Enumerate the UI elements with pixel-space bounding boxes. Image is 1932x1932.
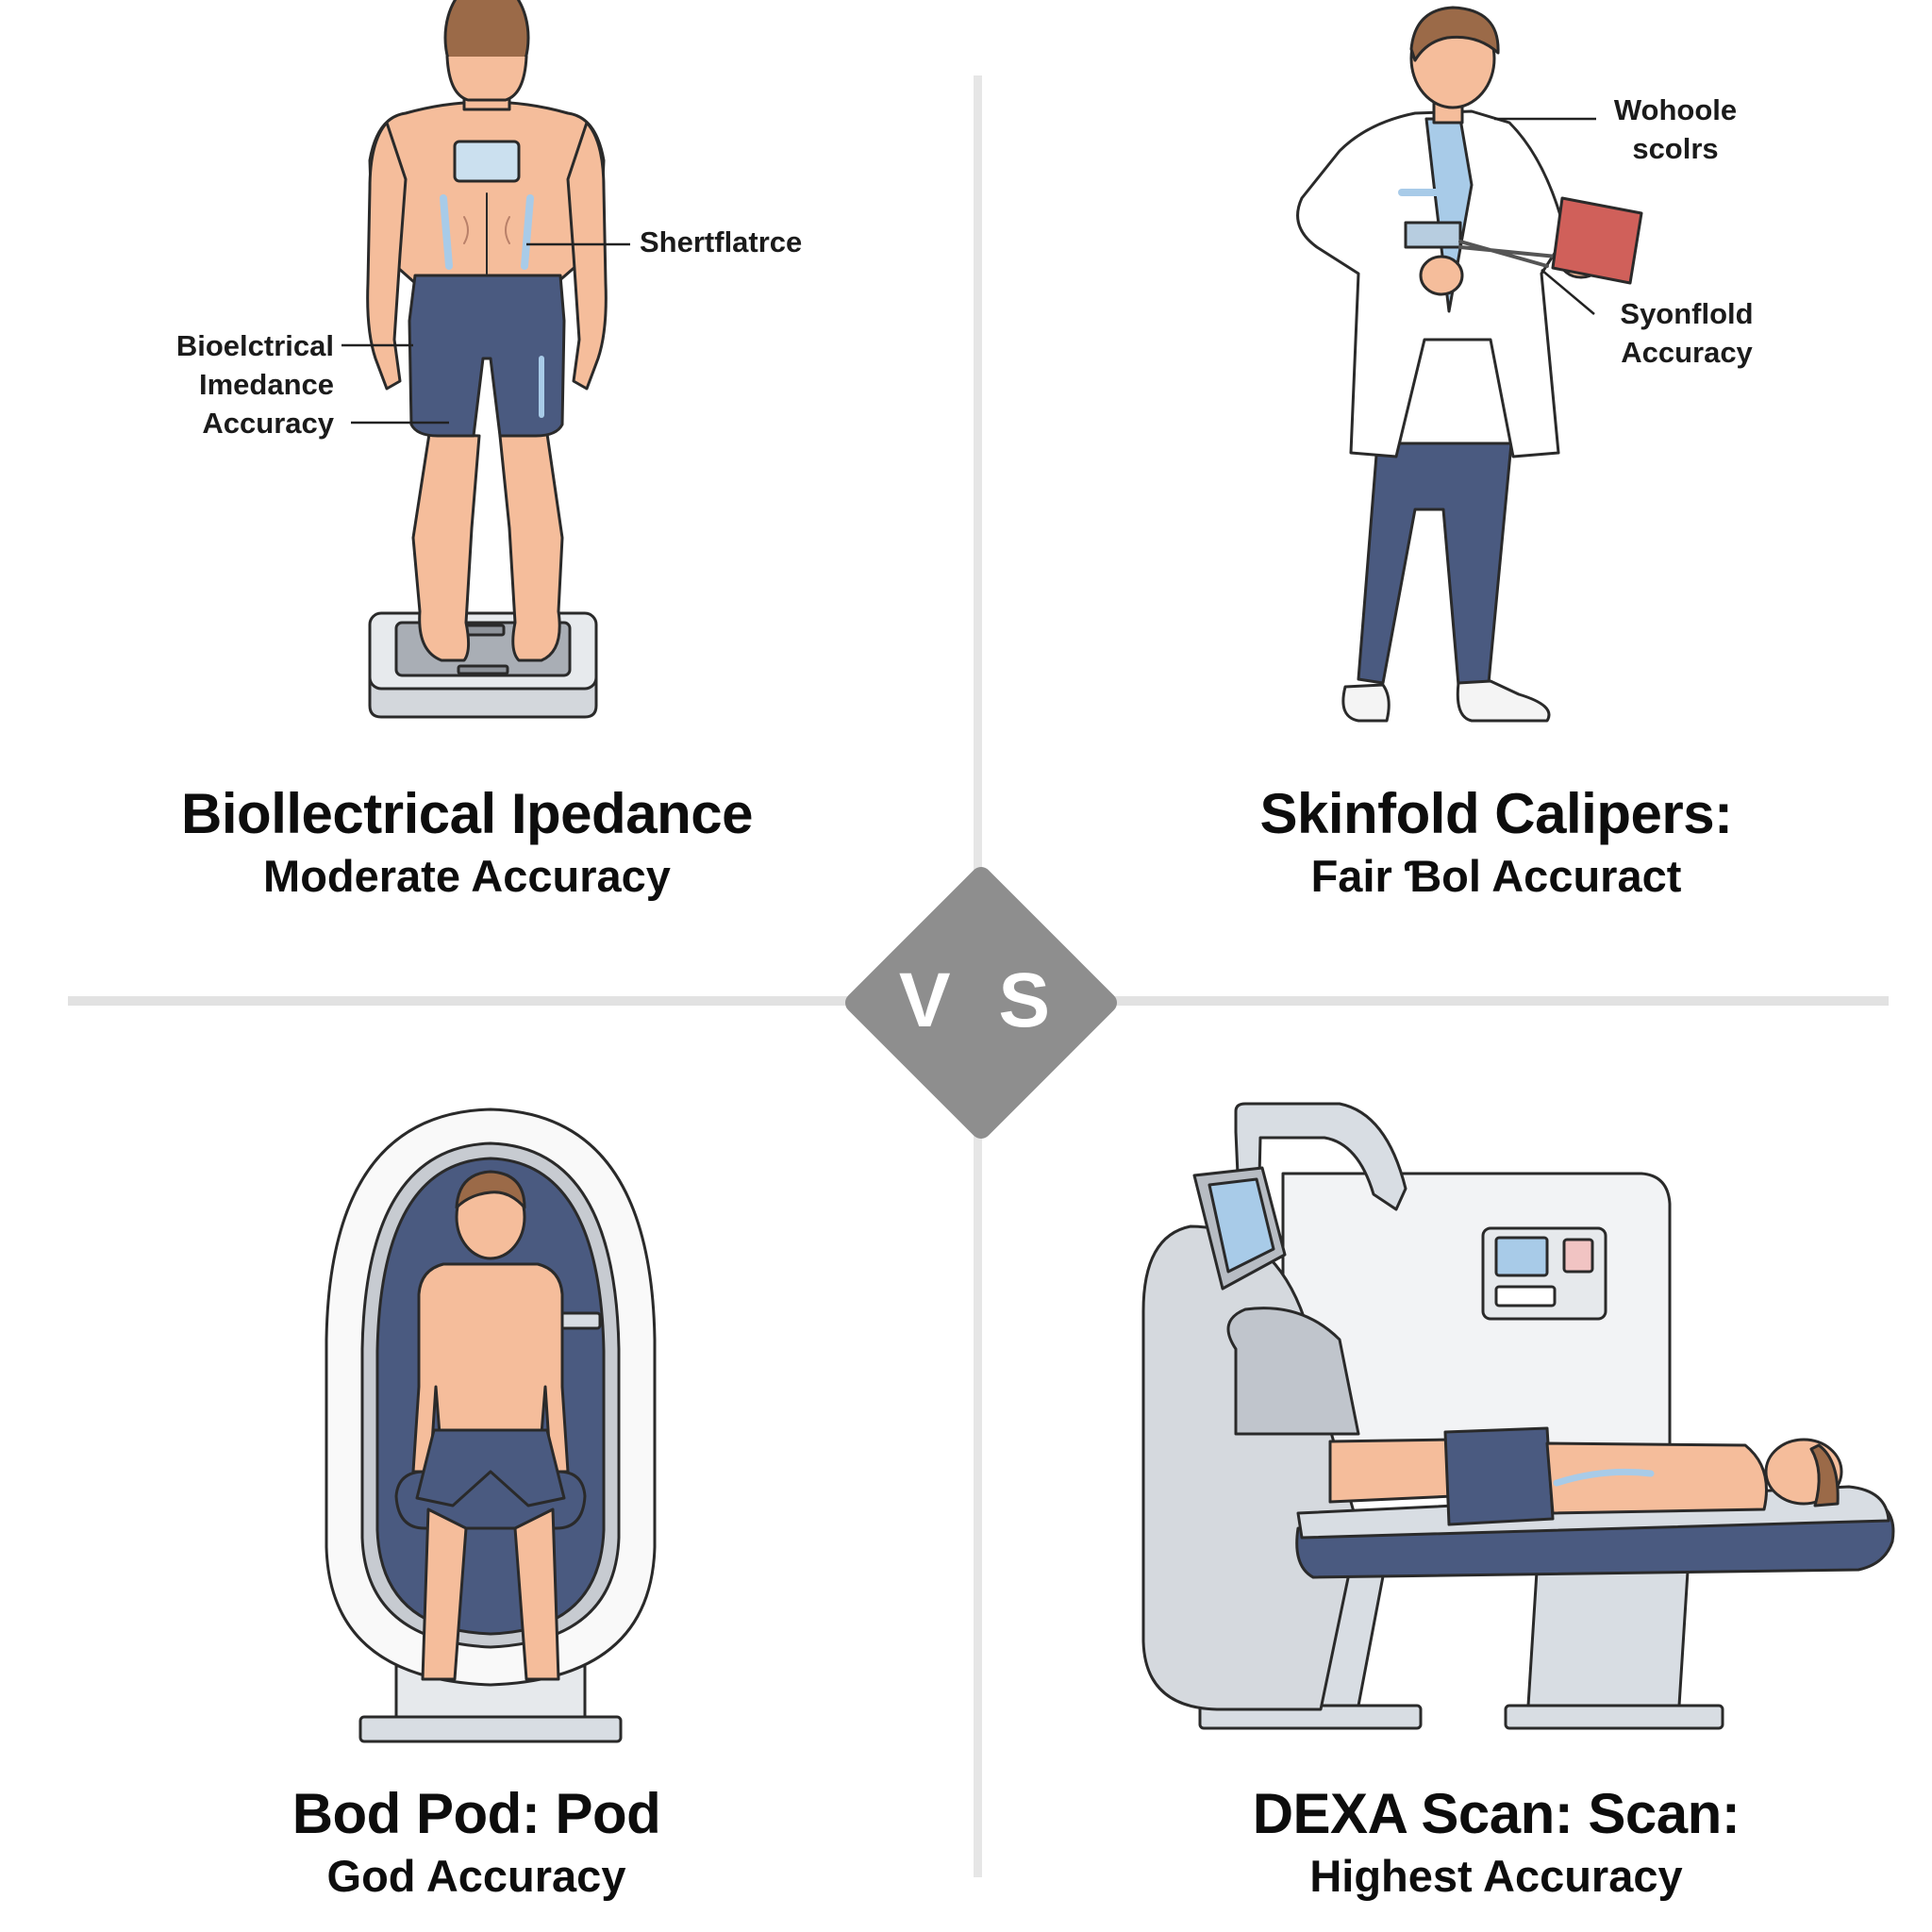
panel-dexa-title: DEXA Scan: Scan:	[1252, 1782, 1740, 1845]
bia-callout-right: Shertflatrce	[640, 225, 803, 258]
callout-line: Imedance	[198, 368, 334, 401]
callout-line: Bioelctrical	[175, 329, 334, 362]
bia-person-illustration	[366, 0, 608, 719]
bodpod-illustration	[325, 1108, 657, 1743]
bia-callout-lines	[341, 242, 630, 425]
panel-bodpod-title: Bod Pod: Pod	[291, 1782, 661, 1845]
panel-bia-caption: Biollectrical Ipedance Moderate Accuracy	[57, 783, 877, 904]
panel-dexa-caption: DEXA Scan: Scan: Highest Accuracy	[1081, 1783, 1911, 1904]
callout-line: scolrs	[1632, 132, 1719, 165]
panel-dexa-subtitle: Highest Accuracy	[1309, 1851, 1683, 1901]
panel-skinfold-caption: Skinfold Calipers: Fair Ɓol Accuract	[1081, 783, 1911, 904]
skinfold-callout-top-text: Wohoole scolrs	[1600, 91, 1751, 168]
panel-skinfold-title: Skinfold Calipers:	[1259, 782, 1733, 845]
vs-badge-diamond	[845, 867, 1117, 1139]
bia-scale	[368, 611, 598, 719]
panel-bodpod-subtitle: God Accuracy	[326, 1851, 626, 1901]
panel-bia-title: Biollectrical Ipedance	[181, 782, 753, 845]
callout-line: Accuracy	[1621, 336, 1753, 369]
panel-bia-subtitle: Moderate Accuracy	[263, 851, 671, 901]
panel-bodpod-caption: Bod Pod: Pod God Accuracy	[57, 1783, 896, 1904]
clinician-callout-lines	[1494, 117, 1596, 315]
callout-line: Wohoole	[1613, 93, 1738, 126]
dexa-illustration	[1141, 1102, 1895, 1730]
panel-skinfold-subtitle: Fair Ɓol Accuract	[1310, 851, 1682, 901]
callout-line: Accuracy	[202, 407, 334, 440]
clinician-illustration	[1296, 6, 1643, 723]
skinfold-callout-top: Wohoole scolrs	[1600, 91, 1751, 168]
vs-label: V S	[898, 958, 1064, 1043]
callout-line: Syonflold	[1620, 297, 1754, 330]
